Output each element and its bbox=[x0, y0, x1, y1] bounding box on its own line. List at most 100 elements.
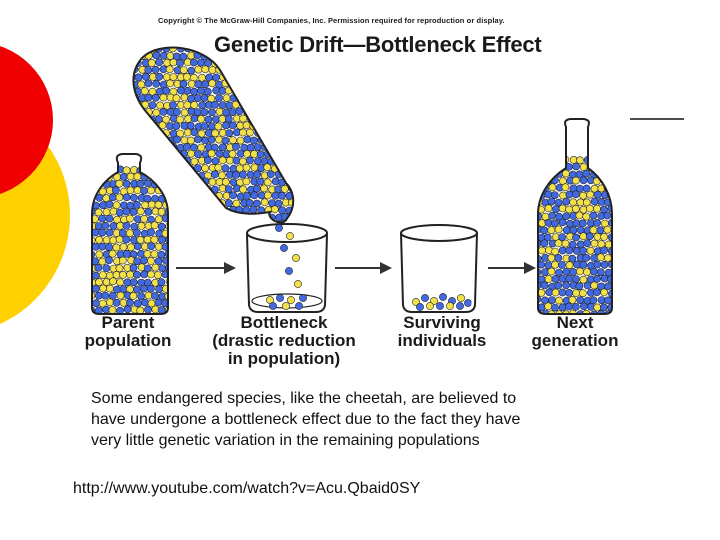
bead bbox=[538, 254, 542, 263]
bead bbox=[138, 38, 145, 45]
bead bbox=[250, 150, 258, 158]
parent-population-bottle bbox=[91, 153, 169, 315]
bead bbox=[249, 66, 258, 75]
bead bbox=[118, 229, 127, 237]
bead bbox=[95, 278, 103, 287]
bead bbox=[274, 73, 282, 82]
bead bbox=[565, 288, 574, 297]
bead bbox=[558, 204, 567, 213]
bead bbox=[600, 246, 608, 255]
bead bbox=[146, 257, 155, 265]
bead bbox=[575, 211, 584, 220]
bead bbox=[285, 136, 294, 144]
bead bbox=[133, 242, 142, 251]
bead bbox=[562, 169, 570, 178]
bead bbox=[239, 114, 248, 123]
bead bbox=[547, 226, 556, 235]
bead bbox=[197, 212, 205, 221]
bead bbox=[245, 73, 254, 82]
bead bbox=[285, 108, 294, 117]
bead bbox=[200, 192, 209, 200]
falling-beads bbox=[266, 224, 307, 310]
bead bbox=[157, 250, 166, 259]
bead bbox=[270, 205, 279, 214]
youtube-link[interactable]: http://www.youtube.com/watch?v=Acu.Qbaid… bbox=[73, 480, 421, 497]
bead bbox=[544, 218, 553, 227]
bead bbox=[274, 101, 283, 110]
bead bbox=[277, 150, 286, 159]
bead bbox=[189, 58, 198, 67]
bead bbox=[260, 87, 268, 95]
bead bbox=[592, 288, 601, 297]
bead bbox=[207, 135, 216, 144]
bead bbox=[285, 94, 294, 103]
bead bbox=[256, 66, 265, 75]
bead bbox=[159, 135, 167, 144]
bead bbox=[125, 66, 132, 73]
bead bbox=[183, 212, 192, 221]
bead bbox=[571, 204, 580, 213]
bead bbox=[579, 260, 588, 269]
bead bbox=[295, 302, 303, 310]
bead bbox=[215, 149, 224, 158]
bead bbox=[568, 254, 577, 263]
bead bbox=[197, 115, 205, 123]
bead bbox=[593, 190, 602, 199]
bead bbox=[98, 214, 107, 223]
bead bbox=[604, 296, 612, 305]
bead bbox=[131, 38, 138, 45]
bead bbox=[164, 249, 168, 258]
bead bbox=[604, 240, 612, 249]
bead bbox=[554, 253, 563, 262]
bead bbox=[151, 93, 160, 102]
bead bbox=[572, 190, 580, 199]
bead bbox=[544, 275, 553, 283]
bead bbox=[232, 73, 240, 81]
bead bbox=[155, 58, 164, 67]
bead bbox=[211, 129, 220, 138]
bead bbox=[165, 179, 168, 188]
bead bbox=[236, 192, 245, 201]
bead bbox=[147, 228, 155, 237]
bead bbox=[133, 156, 136, 165]
bead bbox=[183, 86, 192, 95]
bead bbox=[159, 51, 168, 60]
bead bbox=[198, 101, 207, 110]
bead bbox=[169, 58, 178, 67]
bead bbox=[456, 302, 464, 310]
bead bbox=[194, 39, 201, 46]
bead bbox=[204, 128, 213, 137]
bead bbox=[299, 294, 307, 302]
bead bbox=[278, 66, 286, 75]
bead bbox=[226, 156, 234, 165]
bead bbox=[116, 278, 125, 287]
bead bbox=[282, 302, 290, 310]
bead bbox=[200, 108, 209, 116]
bead bbox=[238, 170, 247, 179]
bead bbox=[596, 226, 605, 235]
bead bbox=[548, 183, 557, 192]
bead bbox=[133, 52, 139, 60]
bead bbox=[270, 94, 279, 103]
bead bbox=[273, 58, 282, 67]
bead bbox=[229, 65, 237, 74]
bead bbox=[155, 285, 163, 293]
bead bbox=[249, 136, 258, 145]
bead bbox=[271, 191, 280, 200]
bead bbox=[603, 254, 612, 262]
figure-title: Genetic Drift—Bottleneck Effect bbox=[214, 32, 542, 57]
bead bbox=[282, 100, 290, 109]
label-surviving-line-2: individuals bbox=[397, 331, 487, 350]
bead bbox=[242, 177, 251, 186]
bead bbox=[218, 156, 227, 165]
bead bbox=[129, 291, 138, 300]
bead bbox=[158, 179, 166, 188]
bead bbox=[242, 121, 251, 130]
bead bbox=[600, 288, 608, 297]
bead bbox=[101, 166, 110, 175]
bead bbox=[210, 170, 219, 179]
bead bbox=[278, 108, 287, 116]
bead bbox=[122, 235, 131, 244]
bead bbox=[603, 225, 612, 234]
